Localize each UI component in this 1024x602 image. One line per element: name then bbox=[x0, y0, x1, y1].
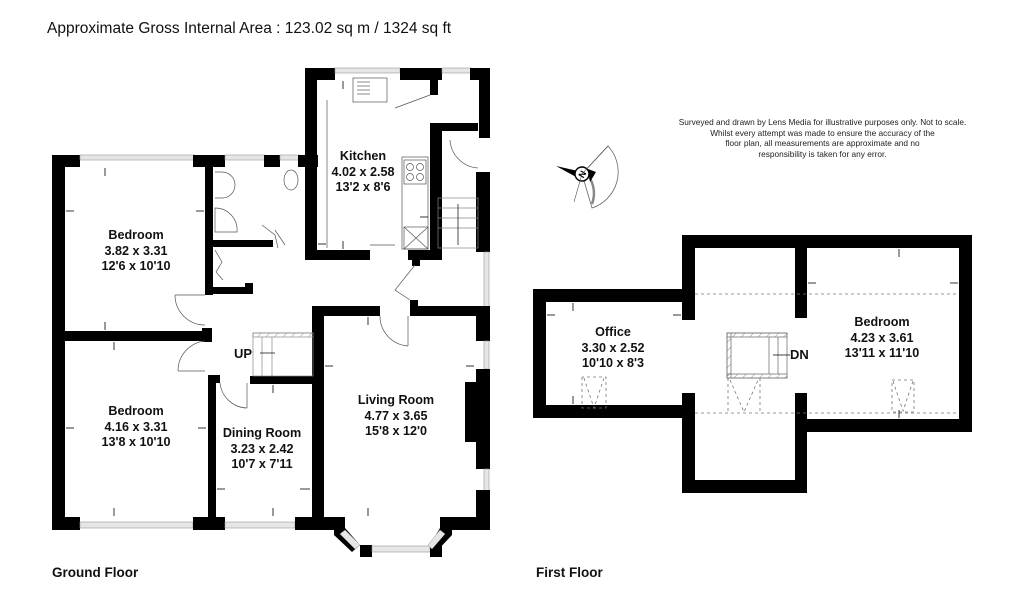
room-label-office: Office 3.30 x 2.52 10'10 x 8'3 bbox=[581, 325, 644, 372]
room-imperial: 15'8 x 12'0 bbox=[364, 424, 428, 439]
room-label-kitchen: Kitchen 4.02 x 2.58 13'2 x 8'6 bbox=[331, 149, 394, 196]
room-metric: 3.30 x 2.52 bbox=[581, 340, 645, 355]
room-name: Living Room bbox=[357, 393, 435, 407]
disclaimer-line: Surveyed and drawn by Lens Media for ill… bbox=[678, 117, 967, 127]
room-label-bedroom-first: Bedroom 4.23 x 3.61 13'11 x 11'10 bbox=[845, 315, 920, 362]
room-name: Bedroom bbox=[108, 404, 164, 418]
room-name: Office bbox=[595, 325, 631, 339]
room-imperial: 10'7 x 7'11 bbox=[231, 457, 293, 472]
first-floor-label: First Floor bbox=[536, 565, 603, 580]
stairs-up-label: UP bbox=[234, 346, 253, 361]
room-name: Dining Room bbox=[222, 426, 302, 440]
room-imperial: 13'8 x 10'10 bbox=[101, 435, 171, 450]
room-label-bedroom-1: Bedroom 3.82 x 3.31 12'6 x 10'10 bbox=[101, 228, 170, 275]
room-label-living-room: Living Room 4.77 x 3.65 15'8 x 12'0 bbox=[358, 393, 434, 440]
room-label-bedroom-2: Bedroom 4.16 x 3.31 13'8 x 10'10 bbox=[101, 404, 170, 451]
ground-floor-plan bbox=[52, 67, 490, 557]
room-imperial: 12'6 x 10'10 bbox=[101, 259, 171, 274]
disclaimer-text: Surveyed and drawn by Lens Media for ill… bbox=[655, 117, 990, 159]
room-metric: 4.02 x 2.58 bbox=[331, 164, 395, 179]
room-metric: 4.23 x 3.61 bbox=[850, 330, 914, 345]
disclaimer-line: Whilst every attempt was made to ensure … bbox=[710, 127, 935, 138]
disclaimer-line: responsibility is taken for any error. bbox=[758, 148, 887, 159]
room-metric: 3.82 x 3.31 bbox=[104, 243, 168, 258]
gross-internal-area-title: Approximate Gross Internal Area : 123.02… bbox=[47, 20, 452, 37]
compass-letter: N bbox=[576, 169, 588, 180]
room-imperial: 10'10 x 8'3 bbox=[581, 356, 644, 371]
room-imperial: 13'2 x 8'6 bbox=[335, 180, 391, 195]
compass-north-icon: N bbox=[556, 145, 619, 209]
stairs-down-label: DN bbox=[790, 347, 809, 362]
disclaimer-line: floor plan, all measurements are approxi… bbox=[725, 138, 920, 149]
ground-floor-label: Ground Floor bbox=[52, 565, 139, 580]
ground-stairs bbox=[252, 197, 479, 377]
room-metric: 4.16 x 3.31 bbox=[104, 419, 168, 434]
room-metric: 4.77 x 3.65 bbox=[364, 408, 428, 423]
room-name: Bedroom bbox=[854, 315, 910, 329]
room-name: Kitchen bbox=[339, 149, 387, 163]
room-name: Bedroom bbox=[108, 228, 164, 242]
room-imperial: 13'11 x 11'10 bbox=[844, 346, 920, 361]
room-label-dining-room: Dining Room 3.23 x 2.42 10'7 x 7'11 bbox=[223, 426, 301, 473]
first-floor-plan bbox=[533, 235, 972, 493]
room-metric: 3.23 x 2.42 bbox=[230, 441, 294, 456]
